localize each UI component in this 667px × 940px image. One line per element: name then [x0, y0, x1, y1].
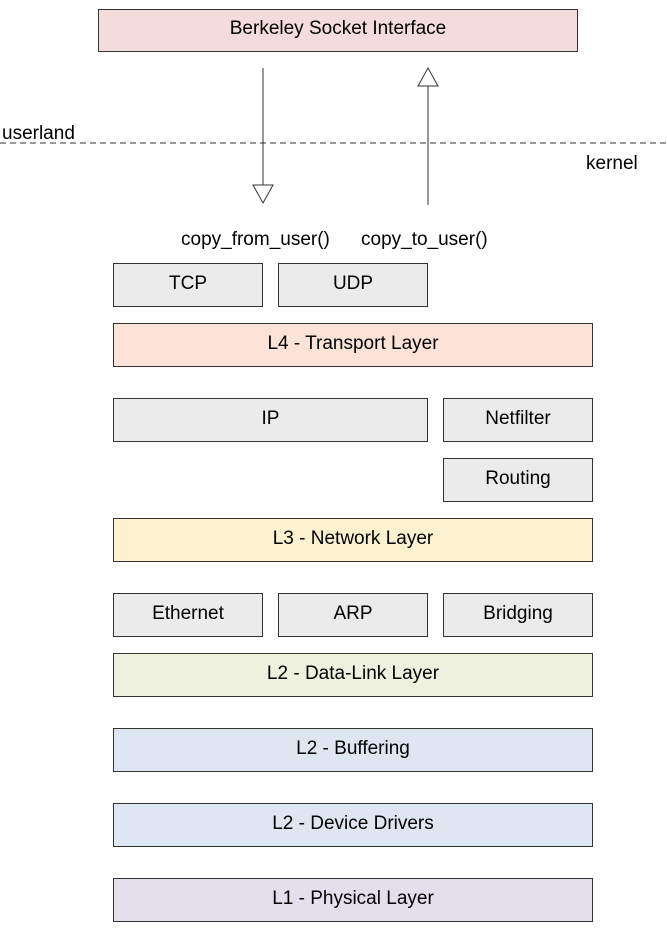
l2-buffering-box: L2 - Buffering [113, 728, 593, 772]
copy-from-user-label: copy_from_user() [181, 229, 330, 250]
l4-transport-layer-box: L4 - Transport Layer [113, 323, 593, 367]
userland-label: userland [2, 123, 75, 144]
berkeley-socket-interface-box: Berkeley Socket Interface [98, 9, 578, 52]
ip-box: IP [113, 398, 428, 442]
bridging-box: Bridging [443, 593, 593, 637]
arp-box: ARP [278, 593, 428, 637]
copy-to-user-arrowhead [417, 66, 439, 87]
netfilter-box: Netfilter [443, 398, 593, 442]
kernel-label: kernel [586, 153, 638, 174]
l1-physical-layer-box: L1 - Physical Layer [113, 878, 593, 922]
l2-data-link-layer-box: L2 - Data-Link Layer [113, 653, 593, 697]
udp-box: UDP [278, 263, 428, 307]
tcp-box: TCP [113, 263, 263, 307]
routing-box: Routing [443, 458, 593, 502]
copy-from-user-arrowhead [252, 184, 274, 205]
l2-device-drivers-box: L2 - Device Drivers [113, 803, 593, 847]
ethernet-box: Ethernet [113, 593, 263, 637]
l3-network-layer-box: L3 - Network Layer [113, 518, 593, 562]
copy-to-user-label: copy_to_user() [361, 229, 488, 250]
